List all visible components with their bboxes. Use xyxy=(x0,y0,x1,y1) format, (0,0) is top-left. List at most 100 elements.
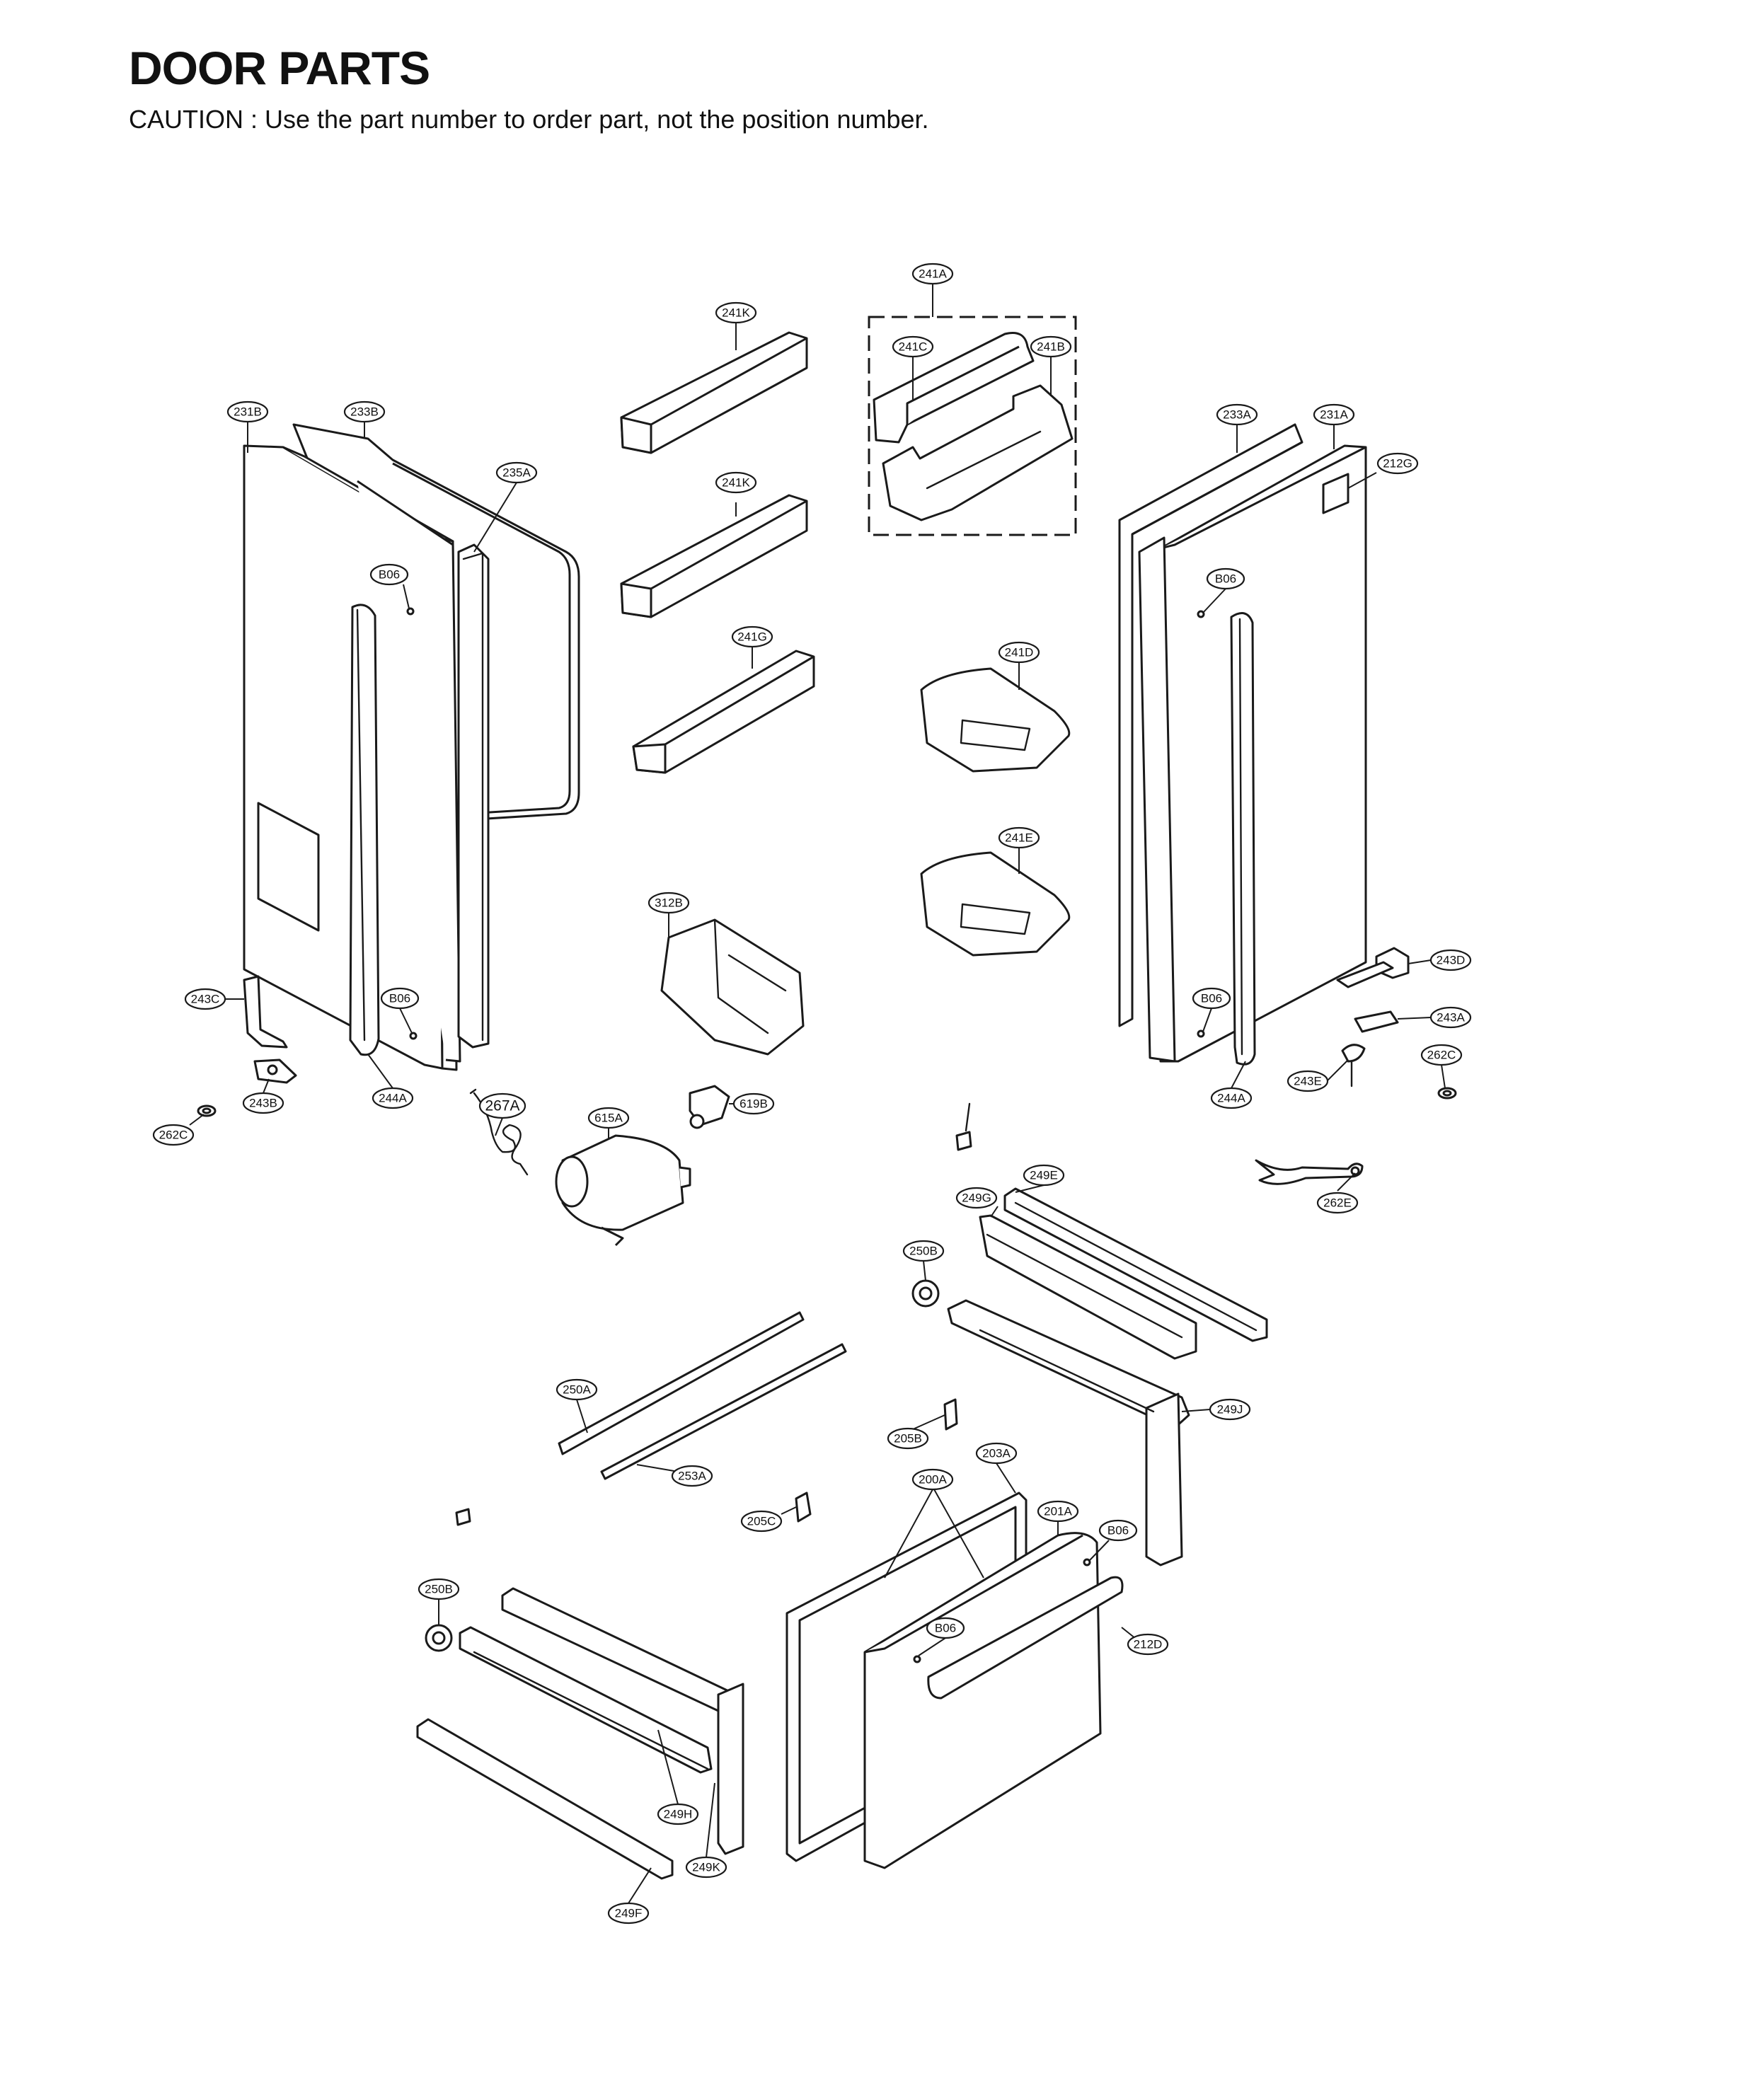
svg-text:233B: 233B xyxy=(350,405,379,419)
callout-241A: 241A xyxy=(911,262,954,285)
svg-text:250B: 250B xyxy=(909,1245,938,1258)
svg-text:249F: 249F xyxy=(615,1907,643,1920)
callout-249K: 249K xyxy=(685,1856,727,1879)
svg-text:203A: 203A xyxy=(982,1447,1011,1460)
door-bins-drawing xyxy=(620,316,1077,957)
svg-text:200A: 200A xyxy=(919,1473,947,1487)
callout-243C: 243C xyxy=(184,988,226,1010)
svg-text:615A: 615A xyxy=(594,1112,623,1125)
svg-text:212D: 212D xyxy=(1134,1638,1163,1651)
svg-text:B06: B06 xyxy=(389,992,410,1005)
svg-text:B06: B06 xyxy=(379,568,400,582)
callout-253A: 253A xyxy=(671,1465,713,1487)
svg-text:231A: 231A xyxy=(1320,408,1348,422)
callout-243B: 243B xyxy=(242,1092,284,1114)
svg-text:243A: 243A xyxy=(1437,1011,1465,1025)
svg-text:250B: 250B xyxy=(425,1583,453,1596)
dispenser-parts-drawing xyxy=(555,918,1364,1247)
callout-249F: 249F xyxy=(607,1902,650,1925)
left-door-drawing xyxy=(197,423,580,1176)
svg-text:241A: 241A xyxy=(919,267,947,281)
callout-241E: 241E xyxy=(998,826,1040,849)
svg-text:201A: 201A xyxy=(1044,1505,1072,1518)
callout-249E: 249E xyxy=(1023,1164,1065,1187)
svg-text:205C: 205C xyxy=(747,1515,776,1528)
svg-text:619B: 619B xyxy=(739,1097,768,1111)
callout-241G: 241G xyxy=(731,625,773,648)
svg-text:205B: 205B xyxy=(894,1432,922,1446)
svg-text:249K: 249K xyxy=(692,1861,720,1874)
callout-241K-mid: 241K xyxy=(715,471,757,494)
svg-text:243C: 243C xyxy=(191,993,220,1006)
callout-241B: 241B xyxy=(1030,335,1072,358)
svg-text:241K: 241K xyxy=(722,476,750,490)
caution-note: CAUTION : Use the part number to order p… xyxy=(129,105,929,134)
callout-249J: 249J xyxy=(1209,1398,1251,1421)
svg-text:241E: 241E xyxy=(1005,831,1033,845)
svg-text:249J: 249J xyxy=(1217,1403,1243,1417)
callout-231A: 231A xyxy=(1313,403,1355,426)
callout-243A: 243A xyxy=(1429,1006,1472,1029)
callout-235A: 235A xyxy=(495,461,538,484)
callout-243E: 243E xyxy=(1287,1070,1329,1092)
svg-text:249E: 249E xyxy=(1030,1169,1058,1182)
callout-312B: 312B xyxy=(648,892,690,914)
svg-text:231B: 231B xyxy=(234,405,262,419)
svg-text:244A: 244A xyxy=(379,1092,407,1105)
callout-212D: 212D xyxy=(1127,1633,1169,1656)
leader-lines xyxy=(189,283,1446,1904)
drawer-door-drawing xyxy=(785,1492,1124,1869)
callout-B06-right-bottom: B06 xyxy=(1192,987,1231,1010)
svg-text:253A: 253A xyxy=(678,1470,706,1483)
callout-B06-drawer-left: B06 xyxy=(926,1617,965,1639)
callout-B06-right-top: B06 xyxy=(1206,567,1245,590)
svg-text:233A: 233A xyxy=(1223,408,1251,422)
callout-615A: 615A xyxy=(587,1107,630,1129)
svg-text:B06: B06 xyxy=(1201,992,1222,1005)
svg-text:249H: 249H xyxy=(664,1808,693,1821)
right-door-drawing xyxy=(1118,423,1457,1100)
callout-250B-top: 250B xyxy=(902,1240,945,1262)
callout-241K-top: 241K xyxy=(715,301,757,324)
svg-text:249G: 249G xyxy=(962,1192,991,1205)
callout-244A-right: 244A xyxy=(1210,1087,1253,1109)
callout-212G: 212G xyxy=(1376,452,1419,475)
callout-249G: 249G xyxy=(955,1187,998,1209)
callout-B06-left-top: B06 xyxy=(369,563,409,586)
svg-text:241D: 241D xyxy=(1005,646,1034,659)
callout-262C-right: 262C xyxy=(1420,1044,1463,1066)
svg-text:212G: 212G xyxy=(1383,457,1412,471)
svg-text:B06: B06 xyxy=(1215,572,1236,586)
svg-text:262C: 262C xyxy=(1427,1049,1456,1062)
callout-250A: 250A xyxy=(556,1378,598,1401)
callout-249H: 249H xyxy=(657,1803,699,1825)
callout-250B-bottom: 250B xyxy=(418,1578,460,1600)
callout-267A: 267A xyxy=(478,1092,526,1119)
callout-201A: 201A xyxy=(1037,1500,1079,1523)
callout-243D: 243D xyxy=(1429,949,1472,971)
svg-text:267A: 267A xyxy=(485,1098,519,1114)
callout-262E: 262E xyxy=(1316,1192,1359,1214)
callout-200A: 200A xyxy=(911,1468,954,1491)
svg-text:243B: 243B xyxy=(249,1097,277,1110)
callout-B06-left-bottom: B06 xyxy=(380,987,420,1010)
callout-233A: 233A xyxy=(1216,403,1258,426)
callout-241C: 241C xyxy=(892,335,934,358)
callout-B06-drawer-right: B06 xyxy=(1098,1519,1138,1542)
svg-text:241G: 241G xyxy=(737,630,767,644)
svg-text:262E: 262E xyxy=(1323,1196,1352,1210)
page-title: DOOR PARTS xyxy=(129,42,430,94)
callout-244A-left: 244A xyxy=(372,1087,414,1109)
callout-205C: 205C xyxy=(740,1510,783,1533)
svg-text:250A: 250A xyxy=(563,1383,591,1397)
callout-233B: 233B xyxy=(343,400,386,423)
svg-text:241K: 241K xyxy=(722,306,750,320)
svg-text:262C: 262C xyxy=(159,1129,188,1142)
callout-231B: 231B xyxy=(226,400,269,423)
drawer-rails-drawing xyxy=(416,1187,1268,1880)
callout-205B: 205B xyxy=(887,1427,929,1450)
svg-text:243E: 243E xyxy=(1294,1075,1322,1088)
svg-text:241C: 241C xyxy=(899,340,928,354)
svg-text:243D: 243D xyxy=(1437,954,1466,967)
